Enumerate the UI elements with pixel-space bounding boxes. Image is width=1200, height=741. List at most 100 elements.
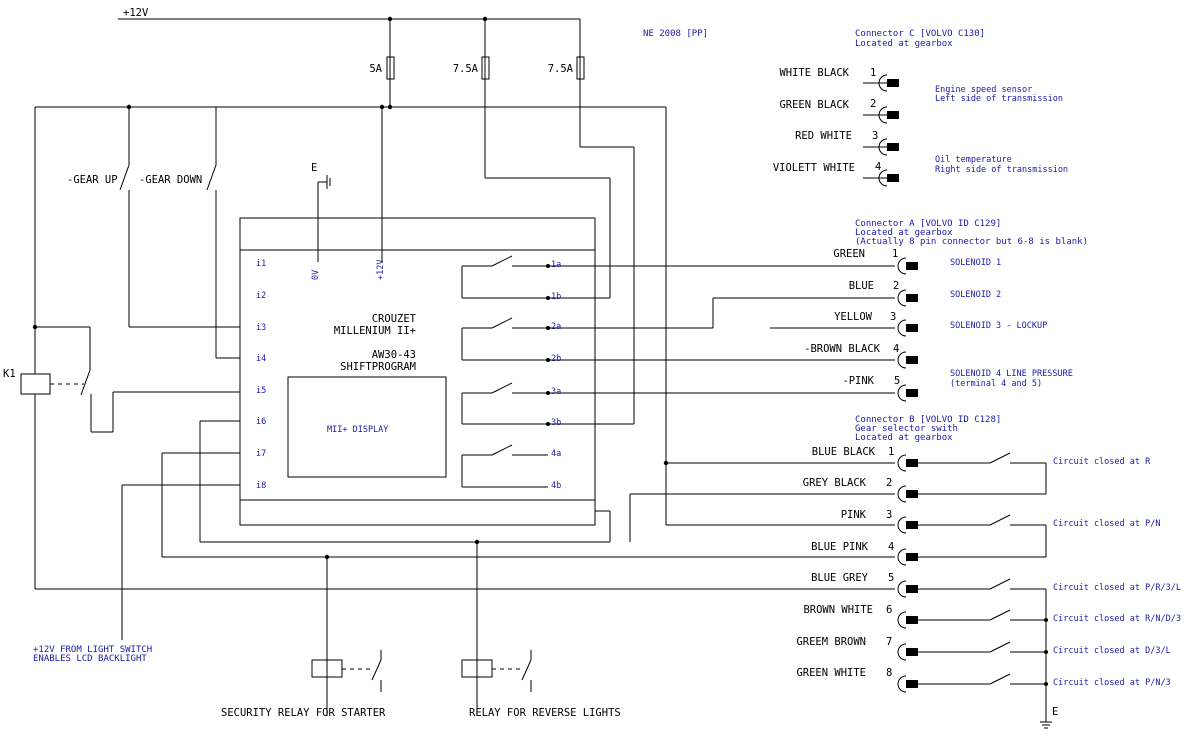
starter-relay xyxy=(312,650,381,692)
connector-a-num: 1 xyxy=(892,248,898,260)
connector-c-wire: VIOLETT WHITE xyxy=(773,162,855,174)
output-pin: 3b xyxy=(551,418,561,428)
backlight-note-1: +12V FROM LIGHT SWITCH xyxy=(33,645,152,655)
connector-a-num: 3 xyxy=(890,311,896,323)
starter-relay-label: SECURITY RELAY FOR STARTER xyxy=(221,707,386,719)
connector-b-num: 4 xyxy=(888,541,894,553)
connector-c-num: 3 xyxy=(872,130,878,142)
connector-pin xyxy=(898,676,918,692)
controller-box xyxy=(240,218,595,525)
connector-a: Connector A [VOLVO ID C129] Located at g… xyxy=(804,219,1088,389)
circuit-note: Circuit closed at P/N/3 xyxy=(1053,678,1171,688)
input-pin: i6 xyxy=(256,417,266,427)
gear-up-switch: -GEAR UP xyxy=(67,165,129,190)
connector-c-num: 1 xyxy=(870,67,876,79)
connector-pin xyxy=(898,258,918,274)
junction-dots xyxy=(32,16,1048,686)
solenoid-label: SOLENOID 2 xyxy=(950,290,1001,300)
fuse-2-label: 7.5A xyxy=(453,63,479,75)
connector-b-wire: GREEN WHITE xyxy=(796,667,866,679)
input-pin: i8 xyxy=(256,481,266,491)
connector-pin xyxy=(898,644,918,660)
connector-b-num: 1 xyxy=(888,446,894,458)
reverse-relay-label: RELAY FOR REVERSE LIGHTS xyxy=(469,707,621,719)
relay-k1-label: K1 xyxy=(3,368,16,380)
connector-a-num: 5 xyxy=(894,375,900,387)
connector-pin xyxy=(898,385,918,401)
controller-name-2: MILLENIUM II+ xyxy=(334,325,416,337)
connector-pin xyxy=(898,290,918,306)
connector-pin xyxy=(898,549,918,565)
output-pin: 1b xyxy=(551,292,561,302)
circuit-note: Circuit closed at D/3/L xyxy=(1053,646,1171,656)
input-pin: i2 xyxy=(256,291,266,301)
connector-a-wire: BLUE xyxy=(849,280,874,292)
connector-a-num: 2 xyxy=(893,280,899,292)
controller: CROUZET MILLENIUM II+ AW30-43 SHIFTPROGR… xyxy=(256,259,561,491)
connector-a-title-3: (Actually 8 pin connector but 6-8 is bla… xyxy=(855,237,1088,247)
output-pin: 2b xyxy=(551,354,561,364)
controller-inputs: i1 i2 i3 i4 i5 i6 i7 i8 xyxy=(256,259,266,491)
fuse-1-label: 5A xyxy=(369,63,382,75)
gear-down-label: -GEAR DOWN xyxy=(139,174,202,186)
connector-c-note: Oil temperature xyxy=(935,155,1012,165)
connector-a-title-2: Located at gearbox xyxy=(855,228,953,238)
circuit-note: Circuit closed at R xyxy=(1053,457,1151,467)
input-pin: i4 xyxy=(256,354,266,364)
ground-label: E xyxy=(311,162,317,174)
output-pin: 4a xyxy=(551,449,561,459)
connector-b-num: 7 xyxy=(886,636,892,648)
supply-label: +12V xyxy=(123,7,149,19)
connector-pin xyxy=(879,75,899,91)
solenoid-label: (terminal 4 and 5) xyxy=(950,379,1042,389)
controller-display-box xyxy=(288,377,446,477)
connector-b-wire: GREEM BROWN xyxy=(796,636,866,648)
connector-c-title-2: Located at gearbox xyxy=(855,39,953,49)
output-pin: 3a xyxy=(551,387,561,397)
circuit-note: Circuit closed at P/R/3/L xyxy=(1053,583,1181,593)
connector-a-wire: GREEN xyxy=(833,248,865,260)
connector-b-num: 2 xyxy=(886,477,892,489)
input-pin: i5 xyxy=(256,386,266,396)
solenoid-label: SOLENOID 1 xyxy=(950,258,1001,268)
connector-b-num: 3 xyxy=(886,509,892,521)
connector-pin xyxy=(898,612,918,628)
connector-b-wire: BLUE PINK xyxy=(811,541,869,553)
solenoid-label: SOLENOID 3 - LOCKUP xyxy=(950,321,1047,331)
connector-a-wire: -BROWN BLACK xyxy=(804,343,881,355)
connector-pin-symbols xyxy=(879,75,918,692)
connector-b-wire: PINK xyxy=(841,509,867,521)
output-pin: 2a xyxy=(551,322,561,332)
connector-a-wire: -PINK xyxy=(842,375,874,387)
controller-display-label: MII+ DISPLAY xyxy=(327,425,388,435)
connector-c-wire: WHITE BLACK xyxy=(779,67,849,79)
backlight-note-2: ENABLES LCD BACKLIGHT xyxy=(33,654,147,664)
connector-pin xyxy=(898,517,918,533)
input-pin: i7 xyxy=(256,449,266,459)
connector-b-num: 6 xyxy=(886,604,892,616)
connector-c-note: Engine speed sensor xyxy=(935,85,1032,95)
controller-program-2: SHIFTPROGRAM xyxy=(340,361,416,373)
connector-b-wire: BROWN WHITE xyxy=(803,604,873,616)
connector-pin xyxy=(898,486,918,502)
connector-pin xyxy=(898,581,918,597)
connector-a-title-1: Connector A [VOLVO ID C129] xyxy=(855,219,1001,229)
connector-c-note: Left side of transmission xyxy=(935,94,1063,104)
solenoid-label: SOLENOID 4 LINE PRESSURE xyxy=(950,369,1073,379)
connector-c-wire: RED WHITE xyxy=(795,130,852,142)
connector-pin xyxy=(898,352,918,368)
connector-a-num: 4 xyxy=(893,343,899,355)
fuse-2: 7.5A xyxy=(453,57,489,79)
connector-b-wire: BLUE BLACK xyxy=(812,446,876,458)
fuse-1: 5A xyxy=(369,57,394,79)
connector-c-num: 2 xyxy=(870,98,876,110)
connector-b-num: 5 xyxy=(888,572,894,584)
connector-pin xyxy=(898,320,918,336)
fuse-3: 7.5A xyxy=(548,57,584,79)
connector-b-ground-label: E xyxy=(1052,706,1058,718)
connector-c-wire: GREEN BLACK xyxy=(779,99,849,111)
connector-b-wire: GREY BLACK xyxy=(803,477,867,489)
relay-k1: K1 xyxy=(3,368,90,395)
doc-code: NE 2008 [PP] xyxy=(643,29,708,39)
